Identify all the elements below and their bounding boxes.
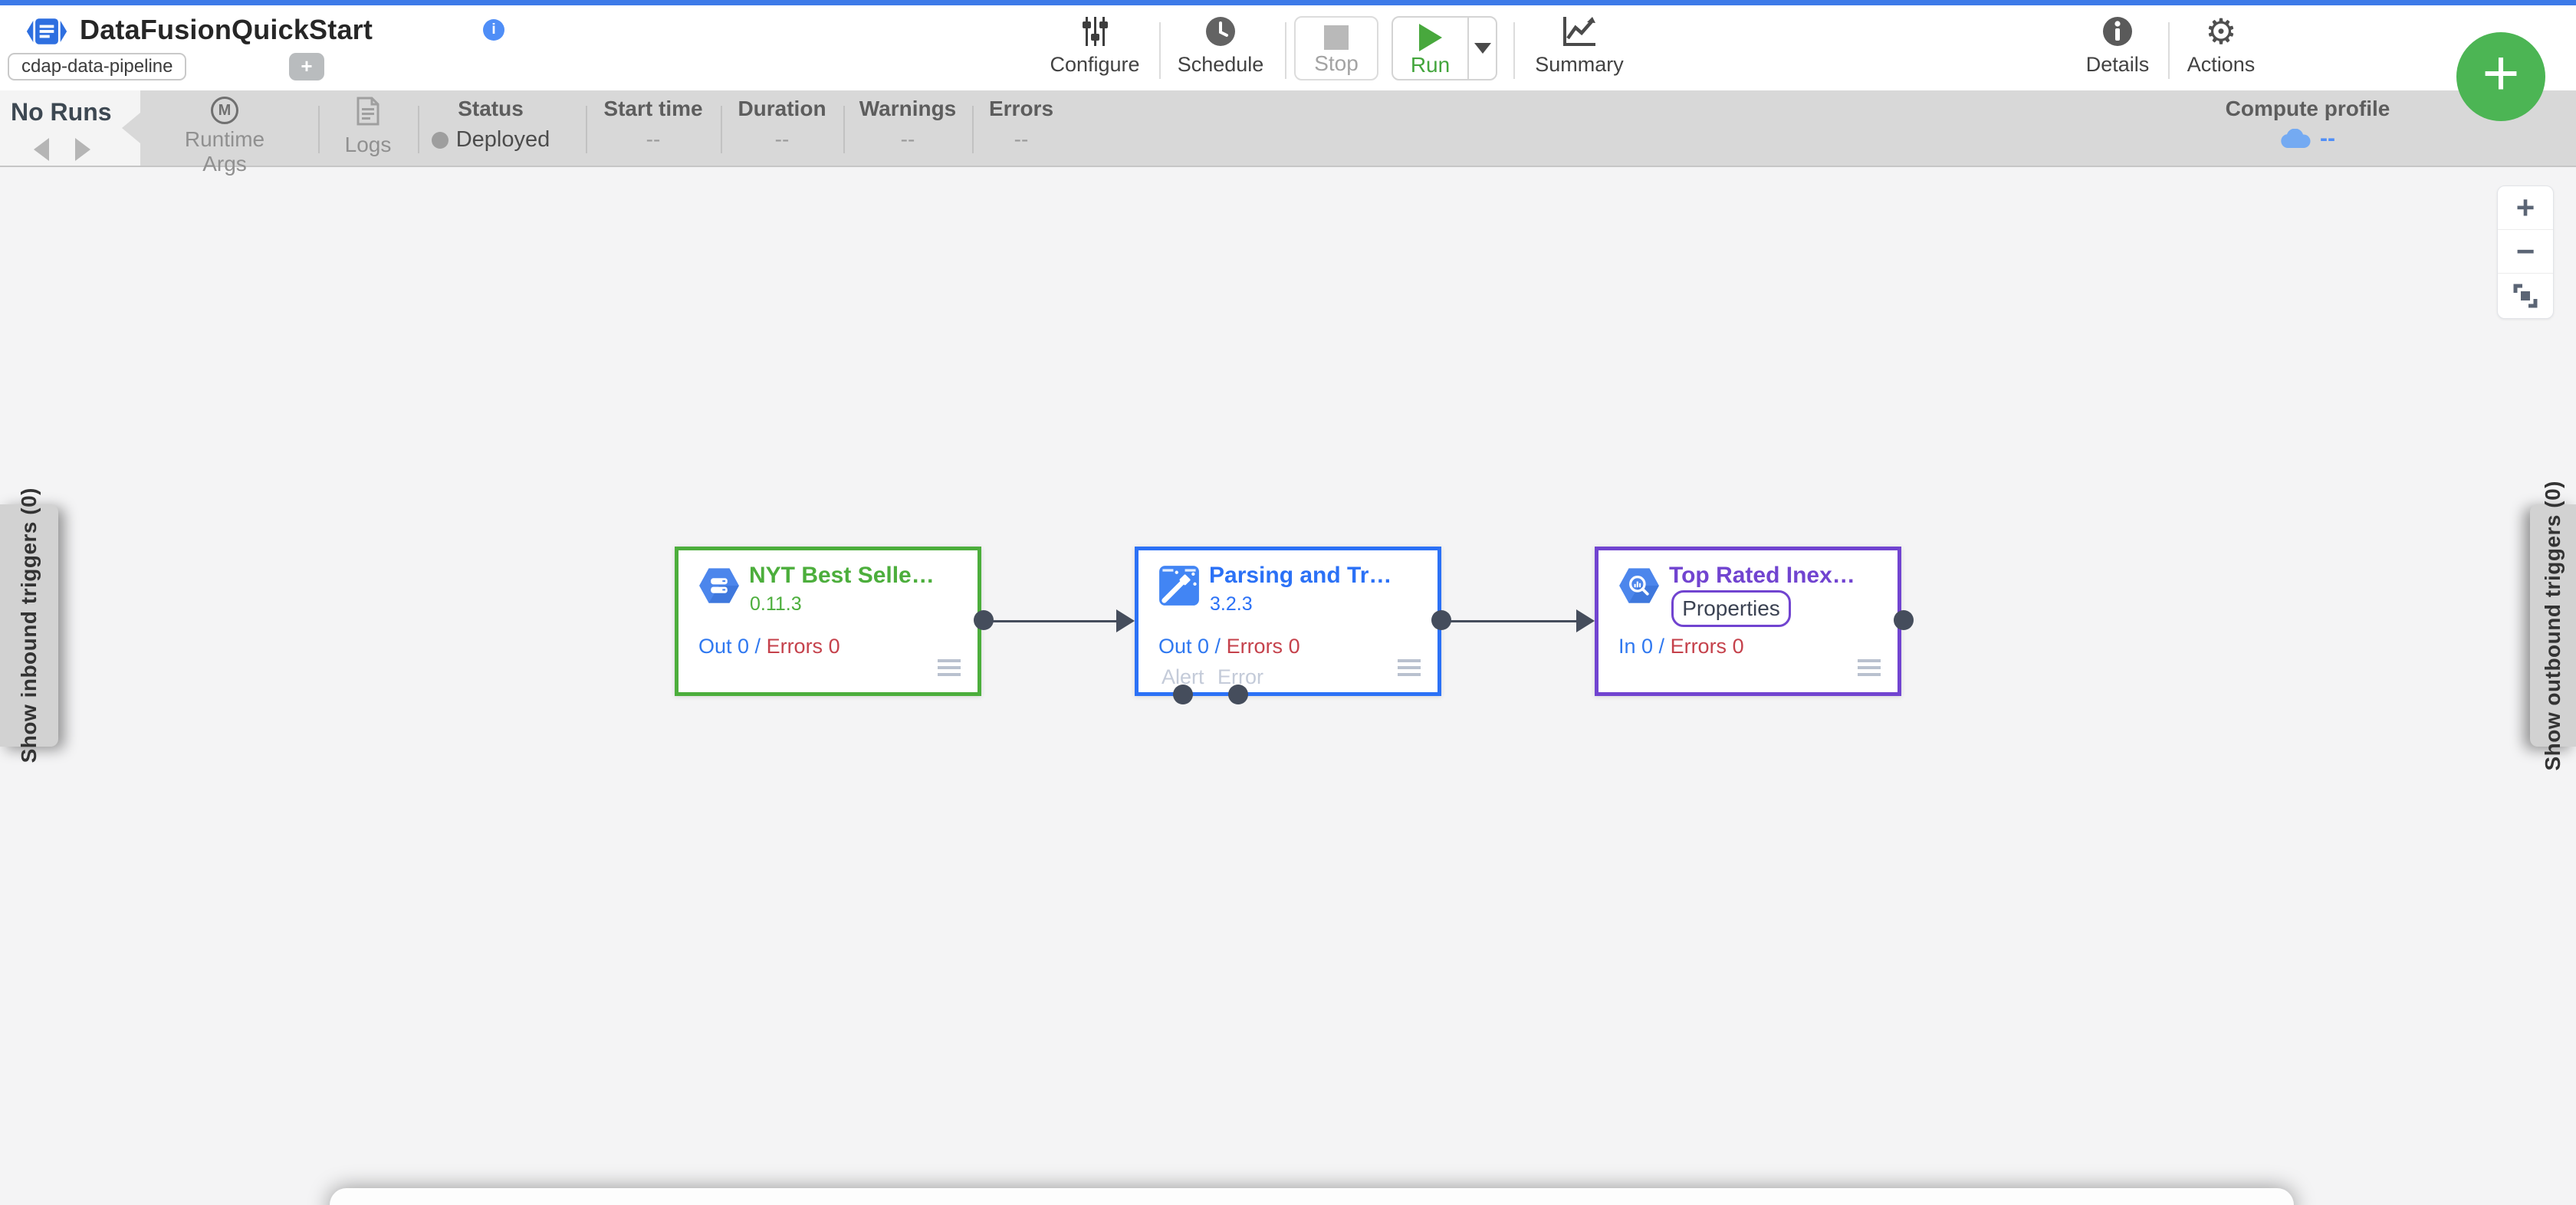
chart-icon xyxy=(1514,15,1644,48)
inbound-triggers-label: Show inbound triggers (0) xyxy=(17,488,41,763)
runs-bar-divider xyxy=(586,106,587,153)
node-sink[interactable]: Top Rated Inex… Properties In 0 / Errors… xyxy=(1595,547,1901,696)
runs-bar-divider xyxy=(972,106,974,153)
schedule-button[interactable]: Schedule xyxy=(1155,15,1286,77)
run-selector-tab: No Runs xyxy=(0,90,140,166)
inbound-triggers-tab[interactable]: Show inbound triggers (0) xyxy=(0,488,58,763)
fit-to-screen-icon xyxy=(2513,284,2538,307)
stop-button[interactable]: Stop xyxy=(1294,16,1378,80)
cloud-icon xyxy=(2281,129,2311,148)
canvas-zoom-panel: + − xyxy=(2497,186,2554,319)
actions-button[interactable]: ⚙ Actions xyxy=(2156,11,2286,77)
toolbar-divider xyxy=(2168,22,2170,79)
node-title: Top Rated Inex… xyxy=(1669,563,1855,588)
arrowhead-into-sink xyxy=(1576,609,1595,632)
node-transform[interactable]: Parsing and Tr… 3.2.3 Out 0 / Errors 0 A… xyxy=(1135,547,1441,704)
outbound-triggers-label: Show outbound triggers (0) xyxy=(2541,480,2564,771)
zoom-in-button[interactable]: + xyxy=(2498,186,2553,230)
zoom-out-button[interactable]: − xyxy=(2498,230,2553,274)
node-version: 0.11.3 xyxy=(750,593,802,615)
logs-button[interactable]: Logs xyxy=(322,90,414,166)
status-value: Deployed xyxy=(455,127,550,152)
configure-button[interactable]: Configure xyxy=(1030,15,1160,77)
pipeline-title: DataFusionQuickStart xyxy=(80,14,373,45)
properties-button[interactable]: Properties xyxy=(1671,590,1791,627)
cdap-pipeline-logo xyxy=(26,18,67,44)
toolbar-divider xyxy=(1285,22,1286,79)
pipeline-type-tag: cdap-data-pipeline xyxy=(8,53,187,80)
output-port-transform[interactable] xyxy=(1431,610,1451,630)
add-pipeline-fab[interactable]: + xyxy=(2456,32,2545,121)
run-button-group: Run xyxy=(1392,16,1497,80)
status-dot xyxy=(431,131,449,149)
node-version: 3.2.3 xyxy=(1210,593,1253,615)
run-button[interactable]: Run xyxy=(1393,18,1467,79)
bottom-console-sheet[interactable] xyxy=(330,1188,2294,1205)
output-port-source[interactable] xyxy=(974,610,994,630)
sliders-icon xyxy=(1030,15,1160,48)
node-metrics[interactable]: Out 0 / Errors 0 xyxy=(1158,635,1300,658)
runs-bar-divider xyxy=(843,106,845,153)
node-metrics[interactable]: Out 0 / Errors 0 xyxy=(698,635,840,658)
summary-button[interactable]: Summary xyxy=(1514,15,1644,77)
previous-run-arrow[interactable] xyxy=(34,138,49,161)
node-menu-icon[interactable] xyxy=(1858,659,1881,680)
node-title: NYT Best Selle… xyxy=(749,563,935,588)
node-source[interactable]: NYT Best Selle… 0.11.3 Out 0 / Errors 0 xyxy=(675,547,981,696)
compute-profile-block[interactable]: Compute profile -- xyxy=(2225,97,2390,151)
clock-icon xyxy=(1155,15,1286,48)
no-runs-label: No Runs xyxy=(11,98,112,126)
arrowhead-into-transform xyxy=(1116,609,1135,632)
stop-icon xyxy=(1324,25,1349,50)
outbound-triggers-tab[interactable]: Show outbound triggers (0) xyxy=(2530,481,2576,770)
gear-icon: ⚙ xyxy=(2205,11,2237,51)
node-menu-icon[interactable] xyxy=(1398,659,1421,680)
macro-icon: M xyxy=(211,97,238,124)
runs-bar-divider xyxy=(721,106,722,153)
pipeline-canvas[interactable]: + − Show inbound triggers (0) Show outbo… xyxy=(0,169,2576,1205)
warnings-block: Warnings -- xyxy=(859,97,957,151)
pipeline-info-icon[interactable]: i xyxy=(483,19,504,41)
status-block: Status Deployed xyxy=(422,90,560,166)
connection-source-transform[interactable] xyxy=(984,620,1118,622)
alert-port[interactable] xyxy=(1173,685,1193,704)
runs-bar: No Runs M Runtime Args Logs Status xyxy=(0,90,2576,176)
add-tag-button[interactable]: + xyxy=(289,53,324,80)
fit-to-screen-button[interactable] xyxy=(2498,274,2553,317)
duration-block: Duration -- xyxy=(738,97,826,151)
runs-bar-divider xyxy=(418,106,419,153)
toolbar-divider xyxy=(1513,22,1515,79)
error-port[interactable] xyxy=(1228,685,1248,704)
node-title: Parsing and Tr… xyxy=(1209,563,1392,588)
status-label: Status xyxy=(458,97,524,120)
source-plugin-icon xyxy=(699,568,739,603)
info-icon xyxy=(2052,15,2183,48)
next-run-arrow[interactable] xyxy=(75,138,90,161)
document-icon xyxy=(356,97,380,126)
compute-profile-value: -- xyxy=(2320,126,2335,151)
connection-transform-sink[interactable] xyxy=(1446,620,1576,622)
errors-block: Errors -- xyxy=(988,97,1054,151)
run-options-button[interactable] xyxy=(1467,18,1496,79)
runs-bar-divider xyxy=(318,106,320,153)
wrangler-plugin-icon xyxy=(1159,566,1199,606)
toolbar-divider xyxy=(1159,22,1161,79)
run-tab-notch xyxy=(122,113,140,143)
node-menu-icon[interactable] xyxy=(938,659,961,680)
bigquery-plugin-icon xyxy=(1619,568,1659,603)
start-time-block: Start time -- xyxy=(603,97,703,151)
top-bar: DataFusionQuickStart i cdap-data-pipelin… xyxy=(0,0,2576,90)
output-port-sink[interactable] xyxy=(1894,610,1914,630)
node-metrics[interactable]: In 0 / Errors 0 xyxy=(1618,635,1744,658)
chevron-down-icon xyxy=(1474,43,1491,54)
runtime-args-button[interactable]: M Runtime Args xyxy=(163,90,286,176)
play-icon xyxy=(1418,24,1442,51)
details-button[interactable]: Details xyxy=(2052,15,2183,77)
